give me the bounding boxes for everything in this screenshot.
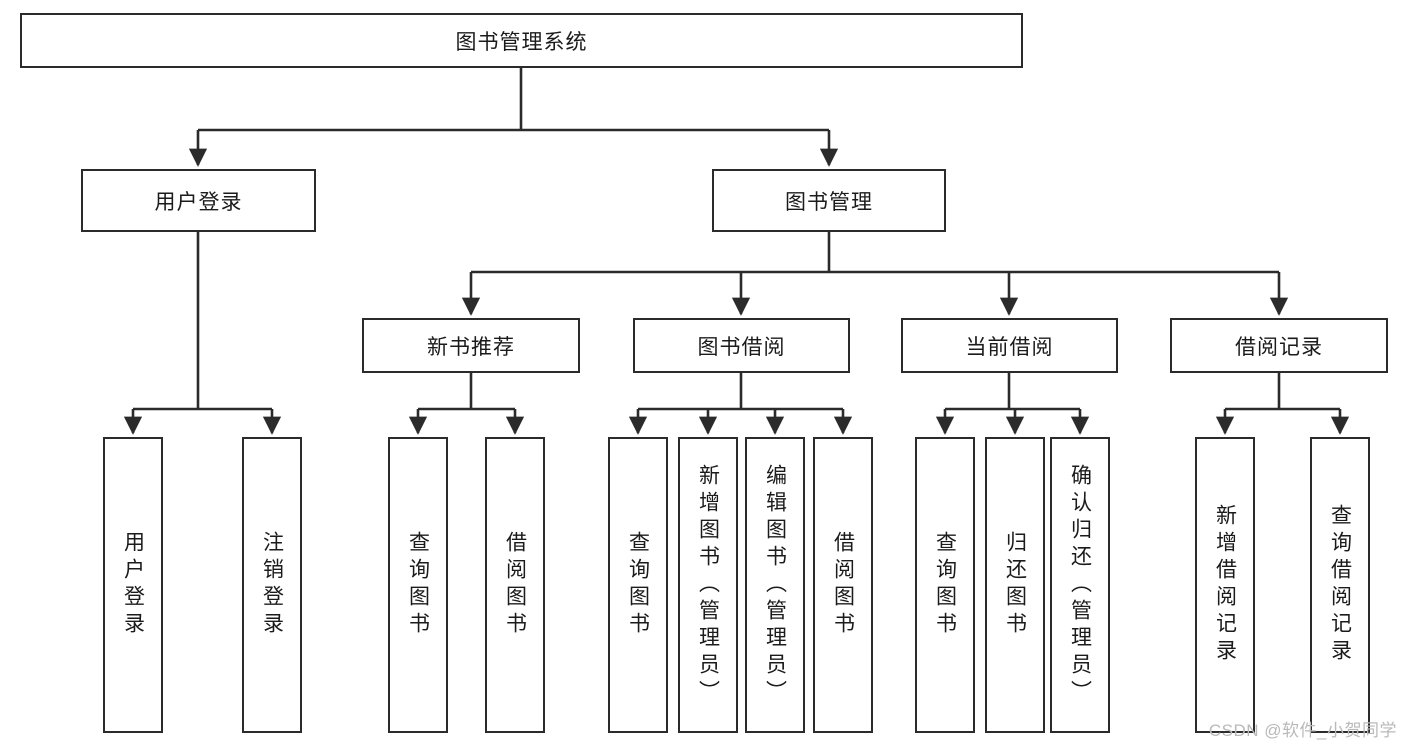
leaf-label: 新增借阅记录 xyxy=(1213,504,1237,666)
leaf-label: 查询图书 xyxy=(933,531,957,639)
node-leaf-logout[interactable]: 注销登录 xyxy=(242,437,302,733)
node-level3-new-book-recommend[interactable]: 新书推荐 xyxy=(362,318,580,373)
leaf-label: 编辑图书（管理员） xyxy=(763,463,787,707)
leaf-label: 借阅图书 xyxy=(831,531,855,639)
leaf-label: 用户登录 xyxy=(121,531,145,639)
node-leaf-query-book-newbook[interactable]: 查询图书 xyxy=(388,437,448,733)
leaf-label: 查询借阅记录 xyxy=(1328,504,1352,666)
node-leaf-add-book-admin[interactable]: 新增图书（管理员） xyxy=(678,437,738,733)
node-leaf-query-book-borrow[interactable]: 查询图书 xyxy=(608,437,668,733)
node-leaf-return-book[interactable]: 归还图书 xyxy=(985,437,1045,733)
node-leaf-borrow-book-newbook[interactable]: 借阅图书 xyxy=(485,437,545,733)
leaf-label: 新增图书（管理员） xyxy=(696,463,720,707)
node-leaf-confirm-return-admin[interactable]: 确认归还（管理员） xyxy=(1050,437,1110,733)
node-leaf-query-borrow-record[interactable]: 查询借阅记录 xyxy=(1310,437,1370,733)
leaf-label: 借阅图书 xyxy=(503,531,527,639)
node-leaf-query-book-current[interactable]: 查询图书 xyxy=(915,437,975,733)
node-level3-book-borrow[interactable]: 图书借阅 xyxy=(633,318,850,373)
node-level2-user-login[interactable]: 用户登录 xyxy=(81,169,316,232)
node-leaf-user-login[interactable]: 用户登录 xyxy=(103,437,163,733)
leaf-label: 确认归还（管理员） xyxy=(1068,463,1092,707)
node-level3-current-borrow[interactable]: 当前借阅 xyxy=(901,318,1118,373)
node-leaf-borrow-book[interactable]: 借阅图书 xyxy=(813,437,873,733)
node-level3-borrow-records[interactable]: 借阅记录 xyxy=(1170,318,1388,373)
node-leaf-add-borrow-record[interactable]: 新增借阅记录 xyxy=(1195,437,1255,733)
leaf-label: 注销登录 xyxy=(260,531,284,639)
leaf-label: 归还图书 xyxy=(1003,531,1027,639)
watermark: CSDN @软件_小贺同学 xyxy=(1208,721,1397,740)
node-leaf-edit-book-admin[interactable]: 编辑图书（管理员） xyxy=(745,437,805,733)
leaf-label: 查询图书 xyxy=(406,531,430,639)
node-level2-book-management[interactable]: 图书管理 xyxy=(712,169,946,232)
node-root[interactable]: 图书管理系统 xyxy=(20,13,1023,68)
leaf-label: 查询图书 xyxy=(626,531,650,639)
